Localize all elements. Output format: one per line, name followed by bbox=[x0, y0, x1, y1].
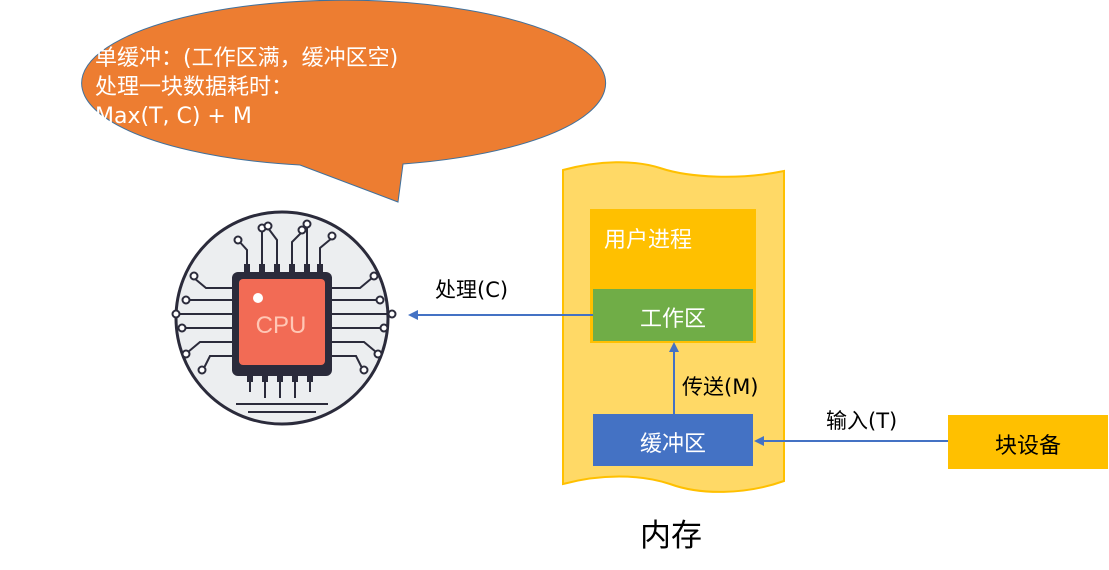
user-process-label: 用户进程 bbox=[604, 228, 693, 253]
speech-bubble bbox=[81, 0, 607, 203]
process-arrow-label: 处理(C) bbox=[435, 278, 509, 302]
memory-title: 内存 bbox=[640, 518, 702, 554]
bubble-line-1: 单缓冲：(工作区满，缓冲区空) bbox=[95, 46, 399, 71]
work-area-box bbox=[593, 289, 753, 341]
bubble-line-2: 处理一块数据耗时： bbox=[95, 75, 294, 100]
cpu-icon: CPU bbox=[171, 210, 397, 426]
transfer-arrow-label: 传送(M) bbox=[682, 375, 759, 399]
work-area-label: 工作区 bbox=[639, 307, 706, 332]
buffer-label: 缓冲区 bbox=[639, 432, 706, 457]
input-arrow-label: 输入(T) bbox=[826, 409, 898, 433]
bubble-text: 单缓冲：(工作区满，缓冲区空) 处理一块数据耗时： Max(T, C) + M bbox=[95, 44, 495, 131]
block-device-label: 块设备 bbox=[994, 434, 1061, 459]
block-device-box bbox=[948, 415, 1108, 469]
bubble-line-3: Max(T, C) + M bbox=[95, 104, 252, 129]
cpu-label: CPU bbox=[256, 312, 307, 339]
buffer-box bbox=[593, 414, 753, 466]
